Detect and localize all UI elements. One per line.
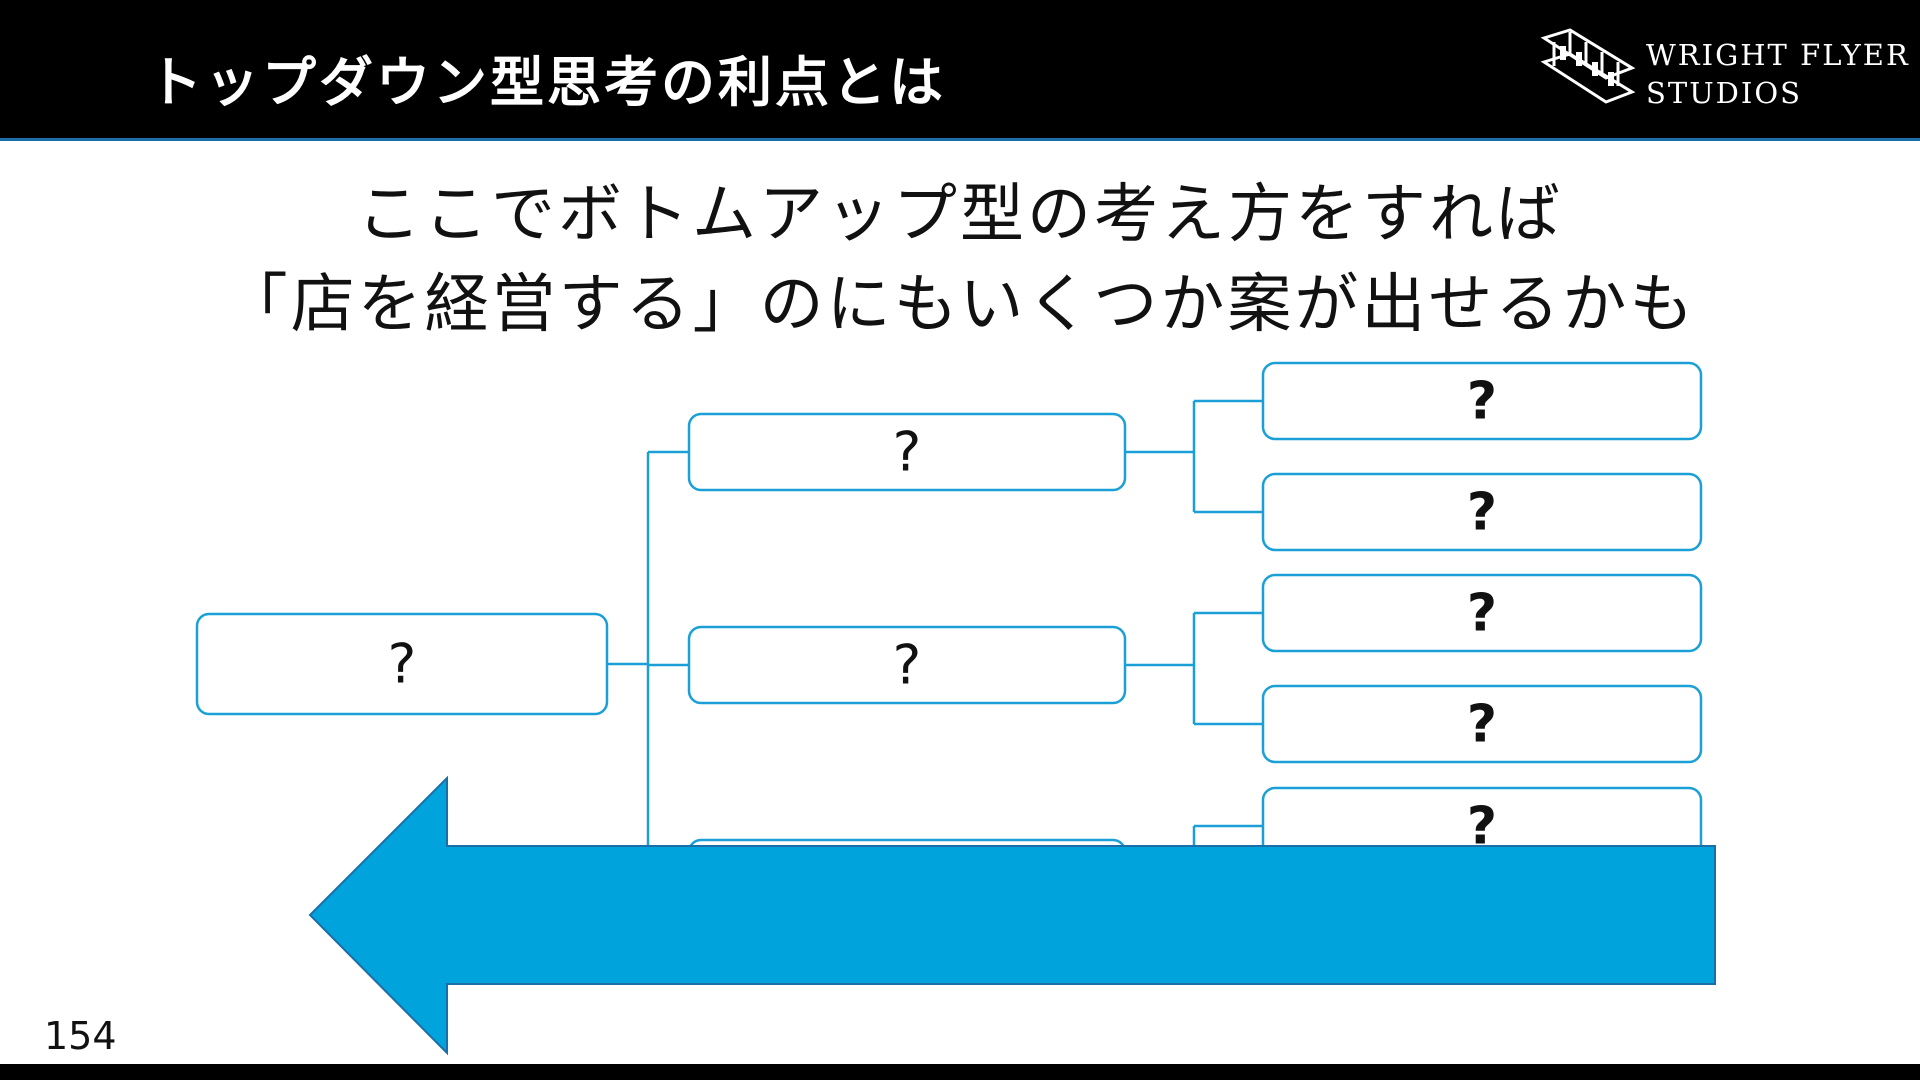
tree-level3-box-2-label: ? [1467, 483, 1497, 543]
slide-subtitle: ここでボトムアップ型の考え方をすれば 「店を経営する」のにもいくつか案が出せるか… [0, 170, 1920, 350]
tree-level2-box-2-label: ? [893, 633, 922, 696]
tree-root-box-label: ? [388, 632, 417, 695]
tree-level3-box-3-label: ? [1467, 584, 1497, 644]
tree-level3-box-1-label: ? [1467, 372, 1497, 432]
subtitle-line-2: 「店を経営する」のにもいくつか案が出せるかも [223, 268, 1697, 342]
page-number: 154 [44, 1014, 117, 1058]
brand-logo: WRIGHT FLYER STUDIOS [1540, 28, 1908, 112]
header-bar: トップダウン型思考の利点とは WRIGHT FLYER STUDIOS [0, 0, 1920, 138]
tree-root-box: ? [195, 612, 609, 716]
logo-text-line2: STUDIOS [1646, 76, 1802, 110]
footer-bar [0, 1064, 1920, 1080]
tree-level2-box-2: ? [687, 625, 1127, 705]
tree-level2-box-1-label: ? [893, 420, 922, 483]
tree-level3-box-4-label: ? [1467, 695, 1497, 755]
header-divider [0, 138, 1920, 141]
tree-connectors [607, 399, 1263, 880]
tree-level3-box-1: ? [1261, 361, 1703, 441]
slide-title: トップダウン型思考の利点とは [148, 51, 946, 114]
logo-text-line1: WRIGHT FLYER [1646, 38, 1910, 72]
tree-level3-box-4: ? [1261, 684, 1703, 764]
left-arrow [308, 775, 1716, 1056]
tree-level3-box-2: ? [1261, 472, 1703, 552]
subtitle-line-1: ここでボトムアップ型の考え方をすれば [357, 178, 1563, 252]
tree-level2-box-1: ? [687, 412, 1127, 492]
tree-level3-box-3: ? [1261, 573, 1703, 653]
left-arrow-icon [308, 775, 1716, 1056]
airplane-logo-icon [1540, 28, 1636, 104]
